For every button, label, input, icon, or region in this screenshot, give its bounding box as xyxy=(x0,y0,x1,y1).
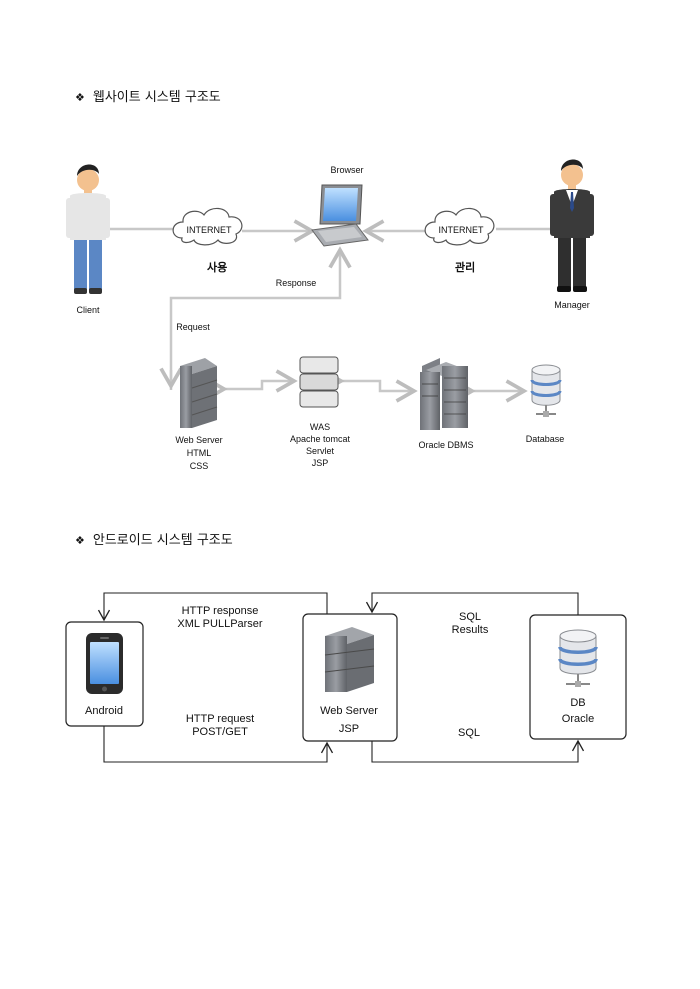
http-response-arrow xyxy=(97,592,328,622)
was-label-1: WAS xyxy=(310,422,330,432)
internet-label-right: INTERNET xyxy=(439,225,485,235)
section2-connectors xyxy=(97,592,585,763)
http-request-label-2: POST/GET xyxy=(192,726,248,738)
was-label-2: Apache tomcat xyxy=(290,434,351,444)
request-label: Request xyxy=(176,322,210,332)
web-server-icon xyxy=(324,627,375,692)
web-server-label: Web Server xyxy=(320,705,378,717)
android-label: Android xyxy=(85,705,123,717)
http-response-label-2: XML PULLParser xyxy=(177,618,263,630)
section1-title: 웹사이트 시스템 구조도 xyxy=(92,90,221,105)
database-icon xyxy=(530,364,562,417)
database-icon xyxy=(558,629,598,687)
web-server-label-1: Web Server xyxy=(175,435,222,445)
response-label: Response xyxy=(276,278,317,288)
cloud-icon xyxy=(172,207,243,246)
http-response-label-1: HTTP response xyxy=(182,605,259,617)
http-request-arrow xyxy=(103,726,334,763)
http-request-label-1: HTTP request xyxy=(186,713,254,725)
was-dbms-arrow xyxy=(322,369,418,403)
client-person-icon xyxy=(66,164,110,294)
diamond-bullet-icon: ❖ xyxy=(75,91,85,104)
was-label-3: Servlet xyxy=(306,446,335,456)
jsp-label: JSP xyxy=(339,723,359,735)
db-label: DB xyxy=(570,697,585,709)
sql-label: SQL xyxy=(458,727,480,739)
manager-person-icon xyxy=(550,159,594,292)
manager-label: Manager xyxy=(554,300,590,310)
browser-label: Browser xyxy=(330,165,363,175)
server-browser-loop-arrow xyxy=(169,246,352,390)
web-server-label-3: CSS xyxy=(190,461,209,471)
section1-heading: ❖ 웹사이트 시스템 구조도 xyxy=(75,86,221,105)
diamond-bullet-icon: ❖ xyxy=(75,534,85,547)
internet-label-left: INTERNET xyxy=(187,225,233,235)
sql-results-arrow xyxy=(365,592,579,615)
laptop-icon xyxy=(311,184,369,247)
webserver-was-arrow xyxy=(205,369,298,401)
sql-results-label-2: Results xyxy=(452,624,489,636)
was-label-4: JSP xyxy=(312,458,329,468)
dbms-server-icon xyxy=(420,358,468,430)
section2-title: 안드로이드 시스템 구조도 xyxy=(92,533,233,548)
cloud-icon xyxy=(424,207,495,246)
manage-label: 관리 xyxy=(455,260,475,274)
section1-connectors xyxy=(108,219,552,403)
dbms-label: Oracle DBMS xyxy=(418,440,473,450)
database-label: Database xyxy=(526,434,565,444)
sql-arrow xyxy=(371,739,585,763)
oracle-label: Oracle xyxy=(562,713,594,725)
client-label: Client xyxy=(76,305,100,315)
section2-heading: ❖ 안드로이드 시스템 구조도 xyxy=(75,529,233,548)
web-server-icon xyxy=(180,358,218,428)
sql-results-label-1: SQL xyxy=(459,611,481,623)
was-server-icon xyxy=(299,356,339,408)
usage-label: 사용 xyxy=(207,260,227,274)
web-server-label-2: HTML xyxy=(187,448,212,458)
smartphone-icon xyxy=(86,633,123,694)
